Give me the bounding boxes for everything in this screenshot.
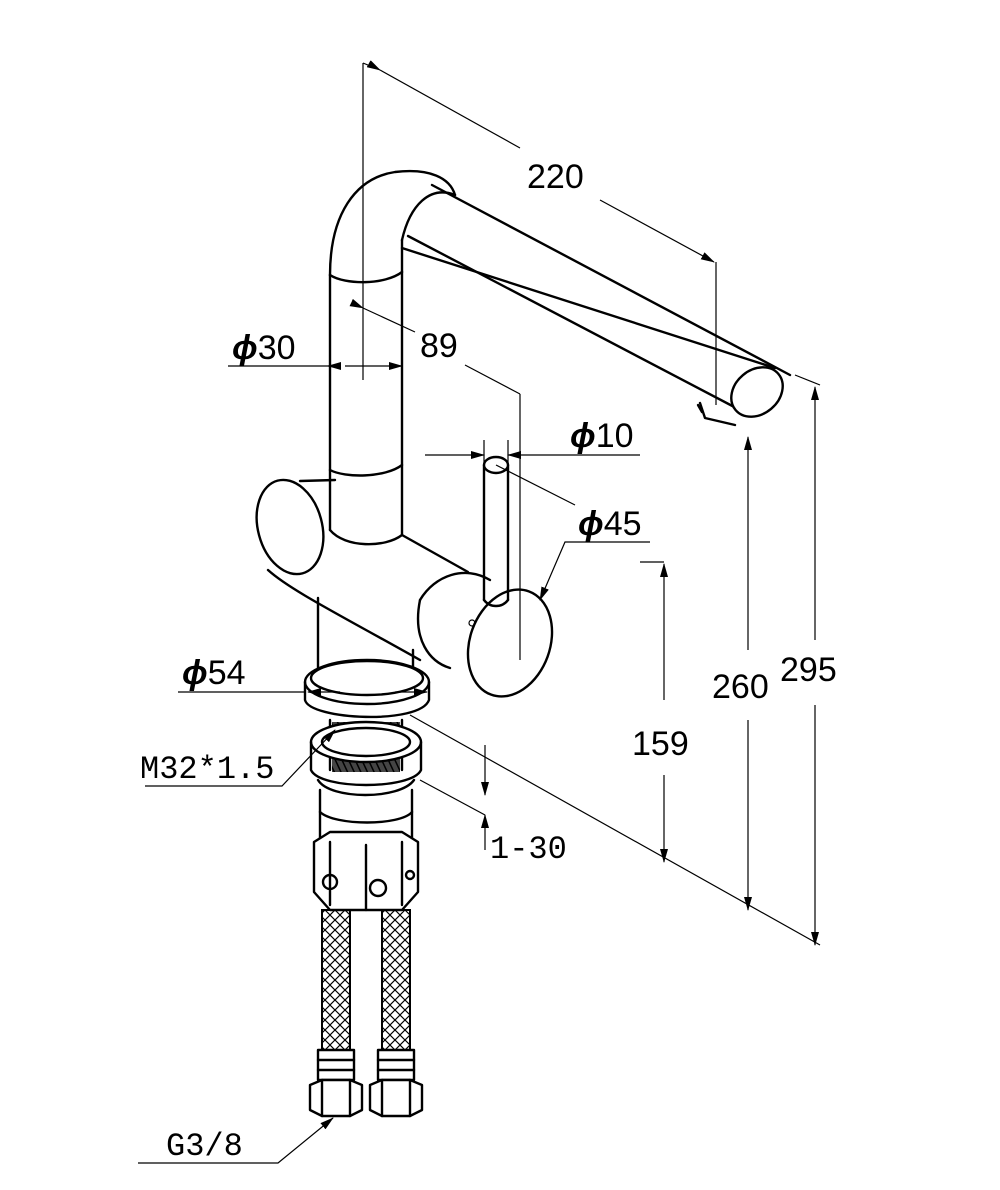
dim-line-thread-leader xyxy=(145,729,336,787)
label-spout-diameter: ϕ30 xyxy=(232,329,296,367)
mixer-body xyxy=(255,478,554,698)
label-hose-connection: G3/8 xyxy=(166,1128,243,1165)
label-spout-reach: 220 xyxy=(527,158,584,196)
label-thread: M32*1.5 xyxy=(140,751,274,788)
handle-lever xyxy=(482,455,510,608)
dimension-labels: 220 89 ϕ30 ϕ10 ϕ45 ϕ54 M32*1.5 1-30 159 … xyxy=(140,158,837,1165)
diameter-symbol: ϕ xyxy=(578,505,604,543)
dim-line-89-b xyxy=(464,364,521,395)
spout-elbow xyxy=(328,169,457,284)
label-spout-offset: 89 xyxy=(420,327,458,365)
hex-nut xyxy=(312,830,420,912)
threaded-shank xyxy=(309,718,423,844)
dim-line-89-a xyxy=(349,298,416,333)
diameter-symbol: ϕ xyxy=(570,417,596,455)
braided-hose-right xyxy=(368,909,424,1118)
label-outlet-height: 260 xyxy=(712,668,769,706)
label-total-height: 295 xyxy=(780,651,837,689)
label-deck-thickness: 1-30 xyxy=(490,831,567,868)
diameter-symbol: ϕ xyxy=(182,654,208,692)
spout-riser xyxy=(328,270,404,546)
faucet-outline xyxy=(255,169,792,1118)
label-handle-height: 159 xyxy=(632,725,689,763)
dimension-lines xyxy=(138,60,821,1164)
dim-line-d45-leader xyxy=(539,541,650,601)
diameter-symbol: ϕ xyxy=(232,329,258,367)
dim-line-g38-leader xyxy=(138,1117,334,1164)
body-neck xyxy=(316,596,415,670)
base-reference-line xyxy=(409,714,821,946)
dim-line-220-b xyxy=(599,199,715,263)
base-flange xyxy=(303,658,431,719)
spout-arm xyxy=(400,183,792,427)
label-body-diameter: ϕ45 xyxy=(578,505,642,543)
extension-line-1-30 xyxy=(419,779,486,816)
label-handle-diameter: ϕ10 xyxy=(570,417,634,455)
braided-hose-left xyxy=(308,909,364,1118)
label-base-diameter: ϕ54 xyxy=(182,654,246,692)
dim-line-d45-ref xyxy=(495,464,576,506)
dim-line-220-a xyxy=(366,60,521,149)
